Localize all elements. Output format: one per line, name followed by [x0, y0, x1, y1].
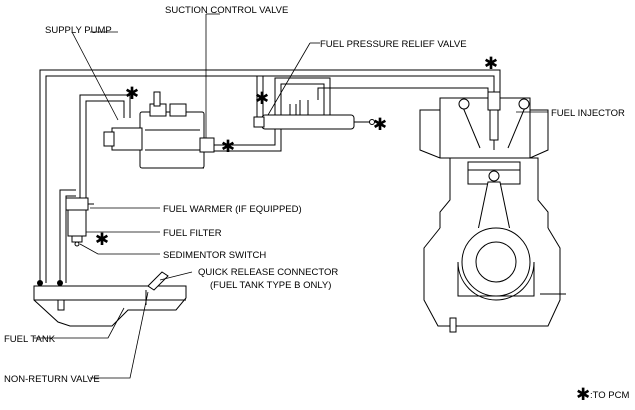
label-quick-release-connector: QUICK RELEASE CONNECTOR — [198, 267, 338, 278]
pcm-marker-injector: ✱ — [484, 54, 498, 74]
pcm-marker-pump: ✱ — [125, 84, 139, 104]
label-supply-pump: SUPPLY PUMP — [45, 25, 112, 36]
fuel-tank — [33, 271, 187, 327]
label-non-return-valve: NON-RETURN VALVE — [4, 374, 100, 385]
fuel-filter-assembly — [65, 197, 94, 247]
engine — [419, 91, 566, 333]
pcm-marker-scv: ✱ — [221, 137, 235, 157]
legend-text: :TO PCM — [590, 390, 629, 401]
label-fuel-tank-type-b: (FUEL TANK TYPE B ONLY) — [210, 280, 331, 291]
label-fuel-injector: FUEL INJECTOR — [551, 108, 625, 119]
pcm-marker-sedimentor: ✱ — [95, 230, 109, 250]
pcm-marker-relief: ✱ — [373, 115, 387, 135]
label-fuel-pressure-relief-valve: FUEL PRESSURE RELIEF VALVE — [320, 39, 467, 50]
label-suction-control-valve: SUCTION CONTROL VALVE — [165, 5, 288, 16]
legend-symbol: ✱ — [576, 385, 590, 405]
pcm-connection-markers: ✱ ✱ ✱ ✱ ✱ ✱ — [95, 54, 498, 250]
leader-lines — [34, 13, 548, 379]
labels: SUCTION CONTROL VALVE SUPPLY PUMP FUEL P… — [4, 5, 625, 385]
label-sedimentor-switch: SEDIMENTOR SWITCH — [163, 250, 266, 261]
legend: ✱ :TO PCM — [576, 385, 629, 405]
supply-pump — [103, 91, 215, 169]
label-fuel-filter: FUEL FILTER — [163, 228, 222, 239]
pcm-marker-rail: ✱ — [255, 89, 269, 109]
common-rail — [253, 100, 375, 130]
label-fuel-tank: FUEL TANK — [4, 334, 56, 345]
label-fuel-warmer: FUEL WARMER (IF EQUIPPED) — [163, 204, 302, 215]
